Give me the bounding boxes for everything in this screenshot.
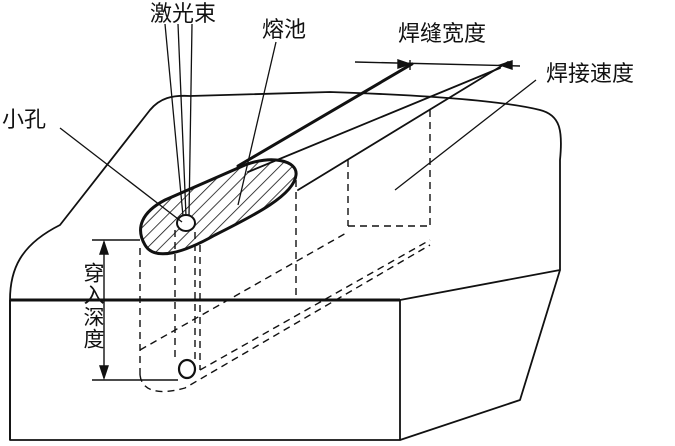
weld-seam: [236, 61, 509, 191]
label-penetration-depth: 穿入深度: [81, 262, 105, 350]
label-laser-beam: 激光束: [150, 2, 217, 27]
keyhole-top: [176, 214, 196, 232]
penetration-depth-dimension: [92, 239, 178, 381]
weld-pool-shape: [139, 158, 298, 256]
keyhole-bottom: [177, 358, 197, 380]
label-keyhole: 小孔: [2, 108, 47, 133]
label-weld-pool: 熔池: [262, 18, 307, 43]
leader-lines: [59, 41, 537, 223]
laser-beam-lines: [164, 23, 193, 217]
weld-width-dimension: [354, 59, 521, 70]
label-weld-speed: 焊接速度: [546, 62, 635, 87]
workpiece-block: [9, 91, 562, 441]
label-weld-width: 焊缝宽度: [398, 22, 487, 47]
